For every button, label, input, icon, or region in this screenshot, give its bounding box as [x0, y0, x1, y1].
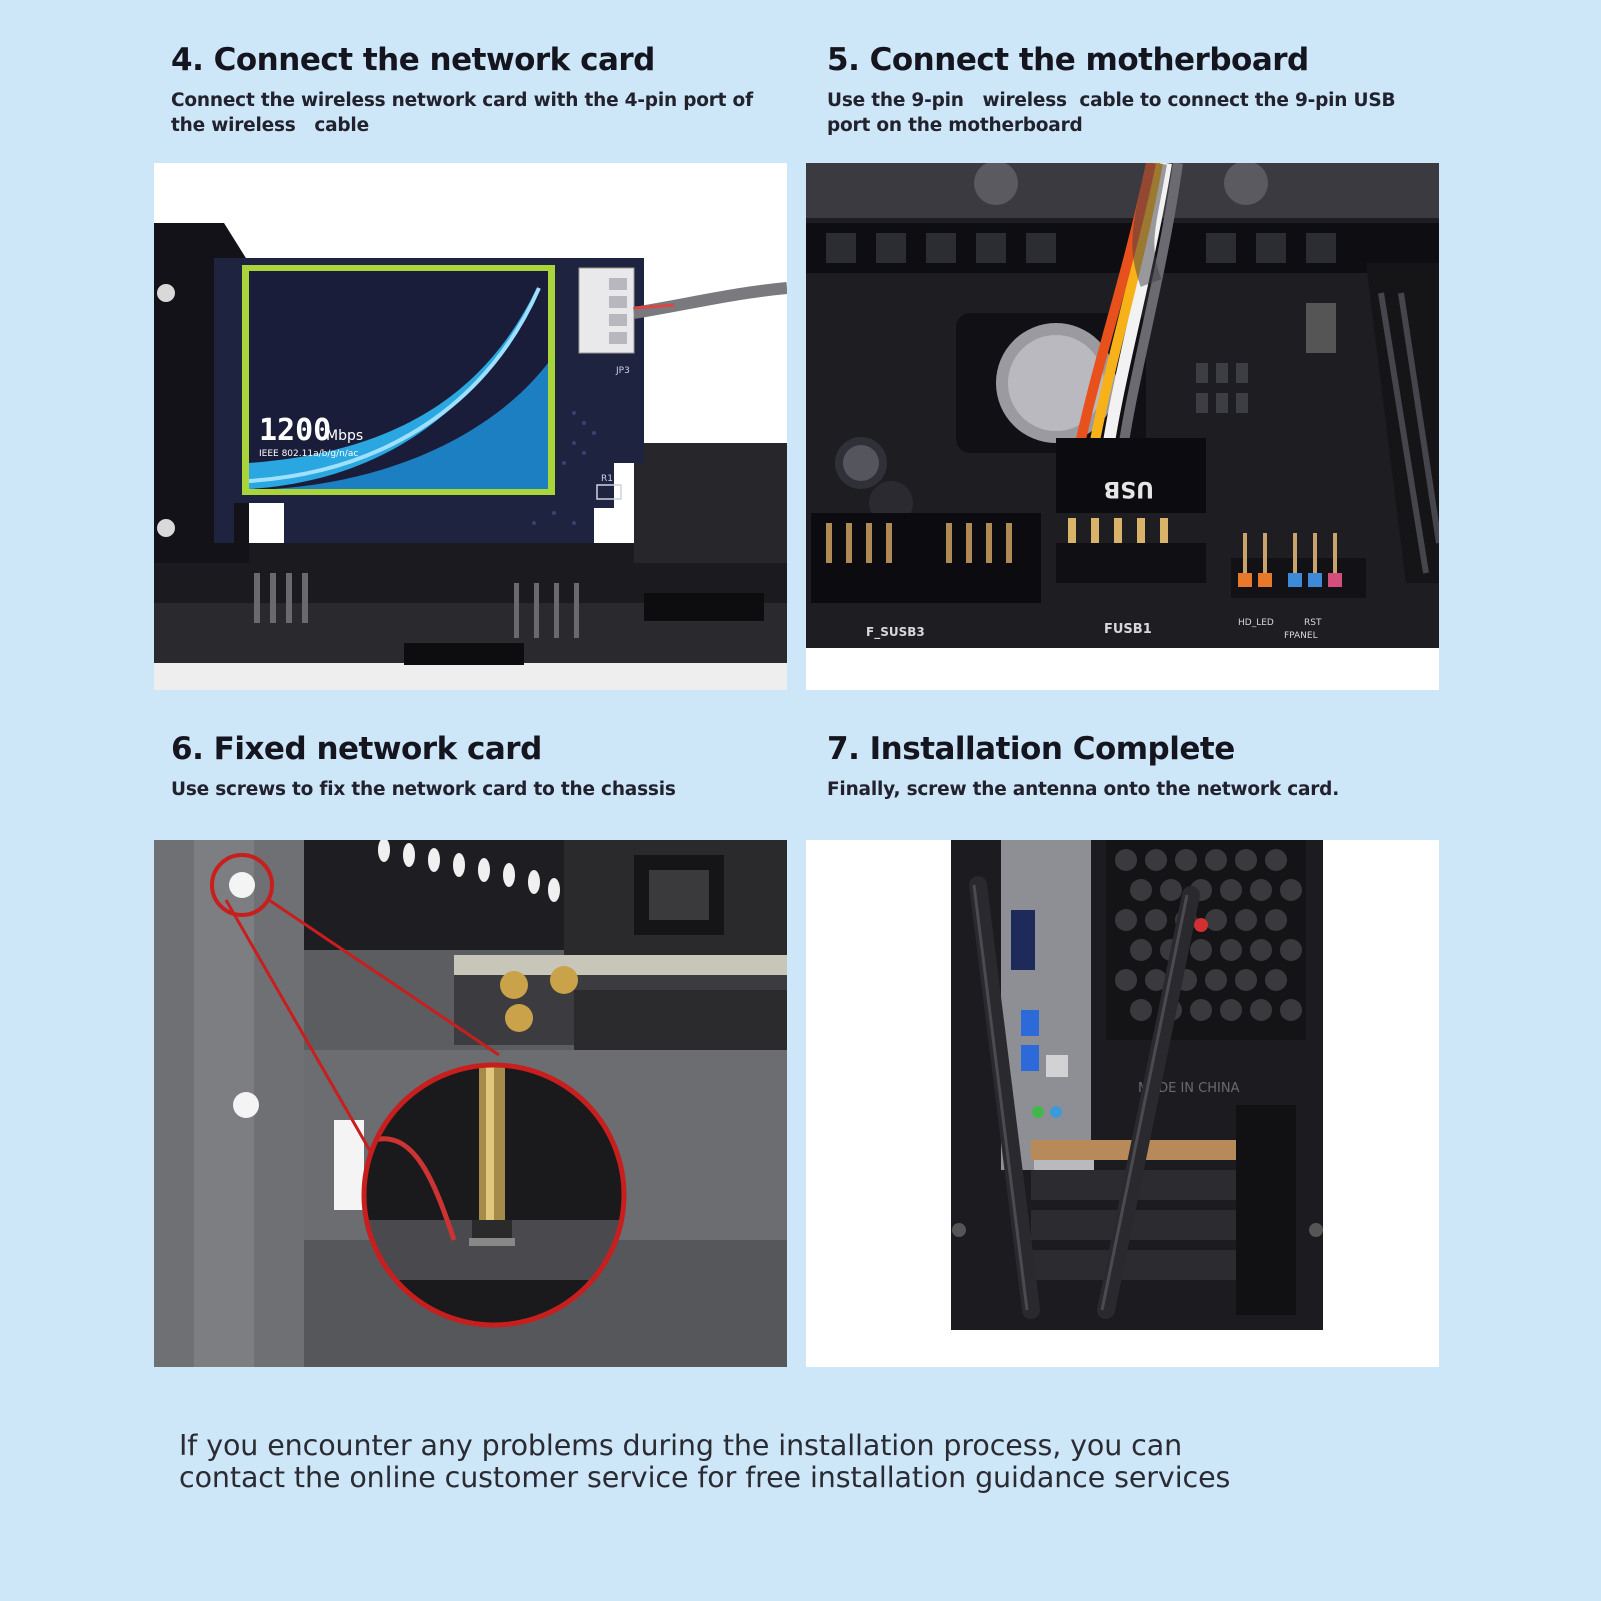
footer-line1: If you encounter any problems during the…	[179, 1429, 1183, 1462]
made-in-china-label: MADE IN CHINA	[1138, 1081, 1240, 1096]
network-card-illustration: 1200 Mbps IEEE 802.11a/b/g/n/ac JP3 R1	[154, 163, 787, 690]
step-4: 4. Connect the network card Connect the …	[171, 40, 771, 138]
chassis-screw-illustration	[154, 840, 787, 1367]
step-5-photo-motherboard: USB F_SUSB3 FUSB1 HD_LED RST FPANEL	[806, 163, 1439, 690]
step-7-description-line1: Finally, screw the antenna onto the netw…	[827, 779, 1340, 800]
card-jp3-label: JP3	[615, 366, 630, 376]
step-4-photo-network-card: 1200 Mbps IEEE 802.11a/b/g/n/ac JP3 R1	[154, 163, 787, 690]
step-5-title: 5. Connect the motherboard	[827, 42, 1309, 78]
usb-header-label: USB	[1104, 476, 1154, 501]
step-6-title: 6. Fixed network card	[171, 731, 542, 767]
step-6: 6. Fixed network card Use screws to fix …	[171, 729, 771, 802]
motherboard-illustration: USB F_SUSB3 FUSB1 HD_LED RST FPANEL	[806, 163, 1439, 690]
step-7: 7. Installation Complete Finally, screw …	[827, 729, 1427, 802]
fusb1-label: FUSB1	[1104, 622, 1152, 637]
step-7-title: 7. Installation Complete	[827, 731, 1235, 767]
footer-support-note: If you encounter any problems during the…	[179, 1430, 1459, 1494]
step-6-description-line1: Use screws to fix the network card to th…	[171, 779, 676, 800]
step-7-photo-antenna: MADE IN CHINA	[806, 840, 1439, 1367]
step-4-title: 4. Connect the network card	[171, 42, 655, 78]
fusb3-label: F_SUSB3	[866, 625, 925, 640]
fpanel-label: FPANEL	[1284, 631, 1318, 641]
step-5: 5. Connect the motherboard Use the 9-pin…	[827, 40, 1427, 138]
step-6-description: Use screws to fix the network card to th…	[171, 777, 771, 802]
card-speed-label: 1200	[259, 413, 331, 448]
step-4-description-line1: Connect the wireless network card with t…	[171, 90, 753, 111]
step-7-description: Finally, screw the antenna onto the netw…	[827, 777, 1427, 802]
hdled-label: HD_LED	[1238, 618, 1274, 628]
rst-label: RST	[1304, 618, 1322, 628]
card-standard-label: IEEE 802.11a/b/g/n/ac	[259, 449, 358, 459]
step-4-description-line2: the wireless cable	[171, 115, 369, 136]
footer-line2: contact the online customer service for …	[179, 1461, 1231, 1494]
step-5-description-line2: port on the motherboard	[827, 115, 1083, 136]
pc-rear-antenna-illustration: MADE IN CHINA	[806, 840, 1439, 1367]
card-unit-label: Mbps	[326, 428, 363, 444]
step-5-description-line1: Use the 9-pin wireless cable to connect …	[827, 90, 1396, 111]
step-5-description: Use the 9-pin wireless cable to connect …	[827, 88, 1427, 138]
card-r1-label: R1	[601, 474, 613, 484]
step-6-photo-screw-fixing	[154, 840, 787, 1367]
step-4-description: Connect the wireless network card with t…	[171, 88, 771, 138]
